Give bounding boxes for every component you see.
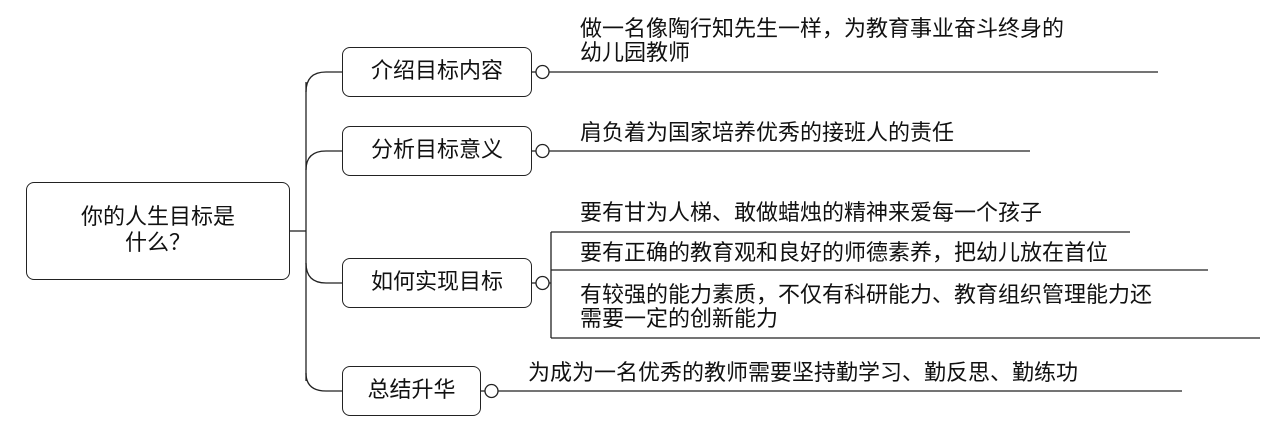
collapse-toggle-4 bbox=[484, 383, 499, 399]
leaf-topic-meaning[interactable]: 肩负着为国家培养优秀的接班人的责任 bbox=[580, 122, 954, 146]
branch-topic-meaning[interactable]: 分析目标意义 bbox=[342, 126, 532, 176]
branch-connector-1 bbox=[305, 71, 342, 93]
root-topic[interactable]: 你的人生目标是 什么？ bbox=[26, 182, 290, 280]
leaf-line: 有较强的能力素质，不仅有科研能力、教育组织管理能力还 bbox=[580, 283, 1153, 308]
branch-topic-intro[interactable]: 介绍目标内容 bbox=[342, 47, 532, 97]
branch-topic-achieve[interactable]: 如何实现目标 bbox=[342, 258, 532, 308]
branch-topic-summary[interactable]: 总结升华 bbox=[342, 366, 481, 416]
collapse-toggle-1 bbox=[535, 64, 550, 80]
leaf-topic-achieve-2[interactable]: 要有正确的教育观和良好的师德素养，把幼儿放在首位 bbox=[580, 242, 1108, 266]
leaf-topic-intro[interactable]: 做一名像陶行知先生一样，为教育事业奋斗终身的 幼儿园教师 bbox=[580, 18, 1064, 66]
branch-topic-label: 介绍目标内容 bbox=[370, 59, 503, 84]
leaf-line: 要有甘为人梯、敢做蜡烛的精神来爱每一个孩子 bbox=[580, 201, 1043, 226]
leaf-line: 需要一定的创新能力 bbox=[580, 307, 779, 332]
branch-topic-label: 如何实现目标 bbox=[370, 270, 503, 295]
root-topic-line-1: 你的人生目标是 bbox=[80, 205, 235, 230]
branch-topic-label: 分析目标意义 bbox=[370, 138, 503, 163]
leaf-line: 做一名像陶行知先生一样，为教育事业奋斗终身的 bbox=[580, 17, 1065, 42]
root-topic-line-2: 什么？ bbox=[124, 231, 191, 256]
leaf-topic-summary[interactable]: 为成为一名优秀的教师需要坚持勤学习、勤反思、勤练功 bbox=[528, 362, 1078, 386]
leaf-line: 幼儿园教师 bbox=[580, 41, 691, 66]
leaf-topic-achieve-3[interactable]: 有较强的能力素质，不仅有科研能力、教育组织管理能力还 需要一定的创新能力 bbox=[580, 284, 1152, 332]
leaf-line: 肩负着为国家培养优秀的接班人的责任 bbox=[580, 121, 955, 146]
branch-topic-label: 总结升华 bbox=[367, 378, 456, 403]
leaf-line: 要有正确的教育观和良好的师德素养，把幼儿放在首位 bbox=[580, 241, 1109, 266]
leaf-line: 为成为一名优秀的教师需要坚持勤学习、勤反思、勤练功 bbox=[528, 361, 1079, 386]
branch-connector-4 bbox=[305, 372, 342, 392]
collapse-toggle-2 bbox=[535, 143, 550, 159]
branch-connector-3 bbox=[305, 262, 342, 284]
leaf-topic-achieve-1[interactable]: 要有甘为人梯、敢做蜡烛的精神来爱每一个孩子 bbox=[580, 202, 1042, 226]
collapse-toggle-3 bbox=[535, 275, 550, 291]
branch-connector-2 bbox=[305, 150, 342, 171]
